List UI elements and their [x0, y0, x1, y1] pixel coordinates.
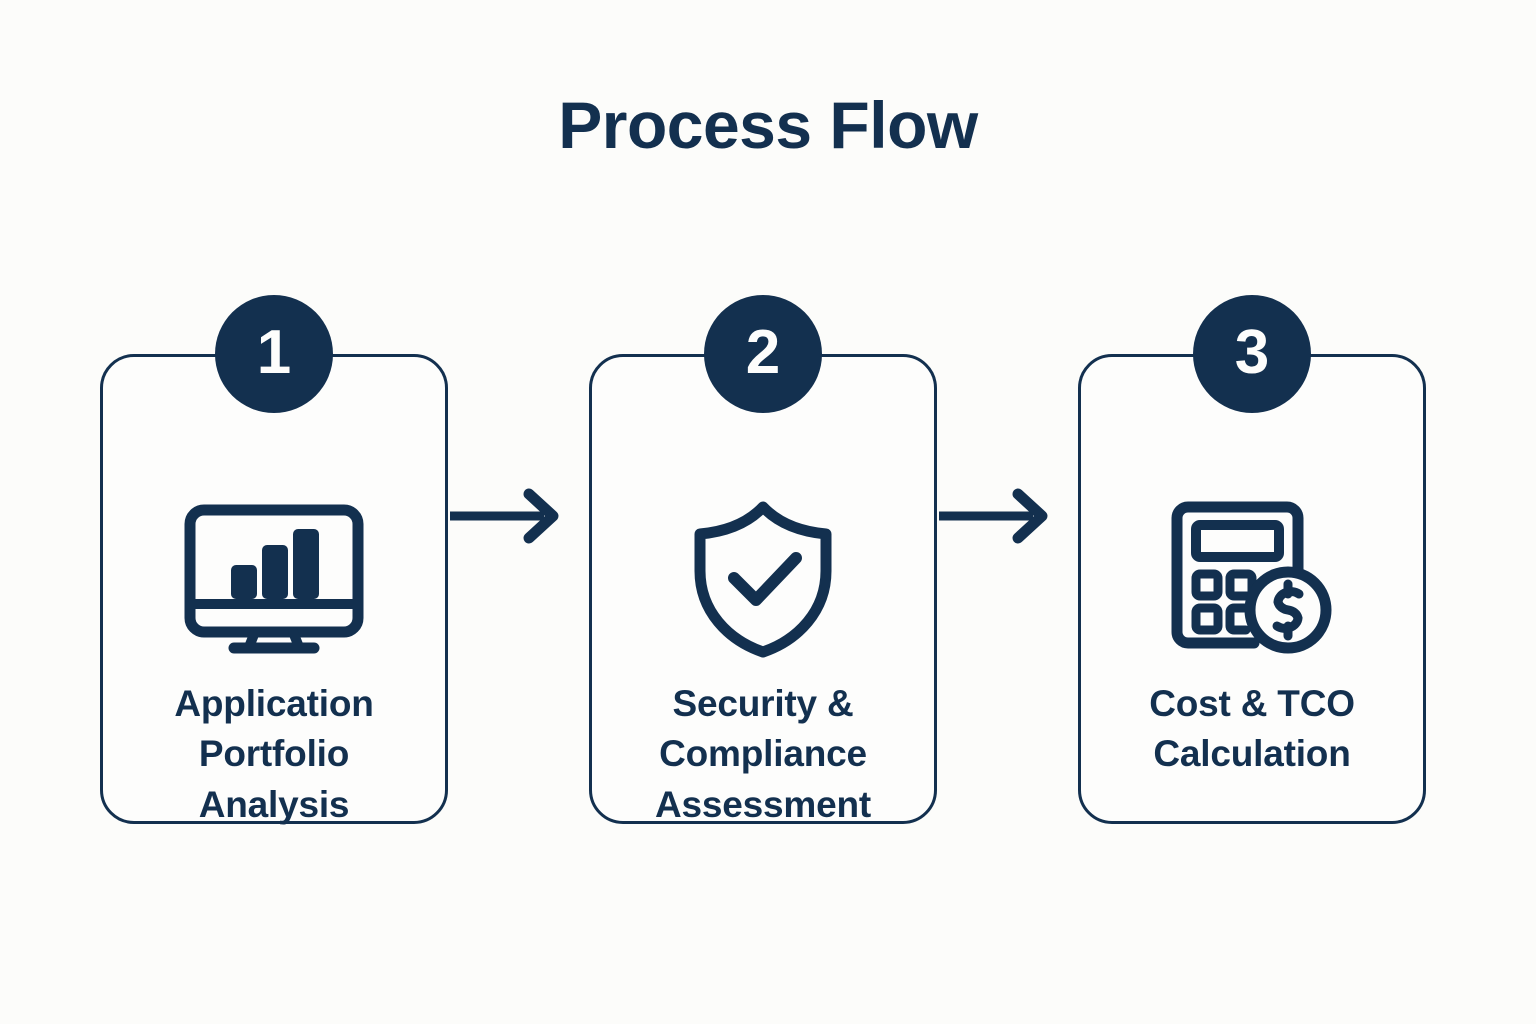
step-label-1-line-2: Portfolio: [198, 733, 350, 775]
step-card-2[interactable]: 2 Security & Compliance Assessment: [589, 295, 937, 825]
step-label-2-line-1: Security &: [672, 683, 854, 724]
step-card-3[interactable]: 3: [1078, 295, 1426, 824]
step-label-1-line-3: Analysis: [198, 783, 350, 825]
calculator-dollar-icon: [1078, 494, 1426, 664]
step-label-2-line-3: Assessment: [654, 783, 871, 825]
monitor-bar-chart-icon: [100, 494, 448, 664]
page-title: Process Flow: [558, 88, 978, 162]
flow-container: 1 Application Portfolio Analysis: [0, 290, 1536, 850]
step-badge-2-number: 2: [745, 317, 781, 387]
shield-check-icon: [589, 494, 937, 664]
step-badge-3: 3: [1193, 295, 1311, 413]
step-badge-1-number: 1: [256, 317, 292, 387]
arrow-step2-to-step3: [937, 486, 1055, 546]
step-label-3: Cost & TCO Calculation: [1092, 679, 1412, 780]
arrow-step1-to-step2: [448, 486, 566, 546]
step-label-3-line-2: Calculation: [1153, 733, 1351, 775]
step-label-2: Security & Compliance Assessment: [603, 679, 923, 830]
step-label-3-line-1: Cost & TCO: [1149, 683, 1355, 724]
step-label-1: Application Portfolio Analysis: [114, 679, 434, 830]
step-label-1-line-1: Application: [174, 683, 374, 724]
step-badge-1: 1: [215, 295, 333, 413]
step-label-2-line-2: Compliance: [659, 733, 867, 775]
step-badge-3-number: 3: [1234, 317, 1270, 387]
step-card-1[interactable]: 1 Application Portfolio Analysis: [100, 295, 448, 825]
step-badge-2: 2: [704, 295, 822, 413]
